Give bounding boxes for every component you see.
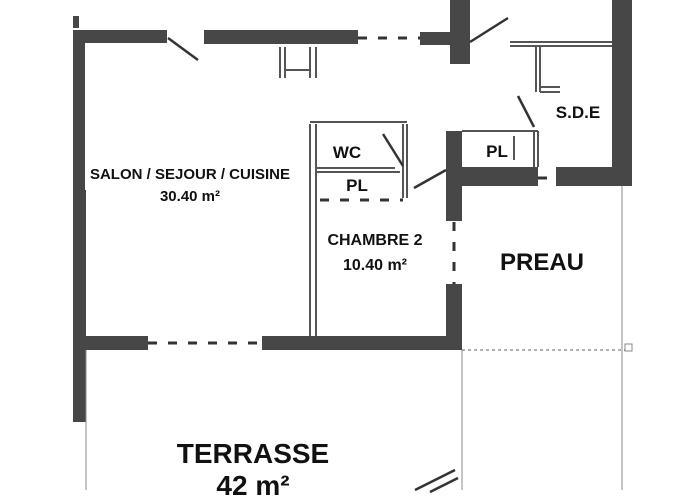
door-core bbox=[469, 16, 509, 44]
wall-core-top bbox=[450, 0, 470, 64]
labels: SALON / SEJOUR / CUISINE 30.40 m² CHAMBR… bbox=[90, 103, 600, 500]
sde-shower bbox=[510, 41, 612, 93]
wc-pl-label: PL bbox=[346, 176, 368, 195]
wall-top-left-stub bbox=[73, 16, 79, 28]
chambre-label: CHAMBRE 2 bbox=[327, 232, 422, 249]
wc-divider bbox=[316, 167, 400, 173]
terrasse-label: TERRASSE bbox=[177, 438, 329, 469]
wall-top-middle bbox=[204, 30, 358, 44]
wc-label: WC bbox=[333, 143, 361, 162]
salon-area: 30.40 m² bbox=[160, 188, 220, 205]
wall-sde-bottom-left bbox=[460, 167, 538, 186]
sde-label: S.D.E bbox=[556, 103, 600, 122]
doors bbox=[167, 16, 536, 494]
chambre-area: 10.40 m² bbox=[343, 257, 407, 274]
post bbox=[624, 343, 633, 352]
thin-walls bbox=[85, 41, 633, 490]
wall-top-left bbox=[73, 30, 167, 43]
wall-chambre-bottom bbox=[262, 336, 460, 350]
door-terrace bbox=[414, 468, 456, 492]
salon-label: SALON / SEJOUR / CUISINE bbox=[90, 166, 290, 183]
wc-box bbox=[309, 121, 407, 336]
terrasse-area: 42 m² bbox=[216, 470, 289, 500]
door-chambre bbox=[413, 168, 447, 190]
sde-pl-label: PL bbox=[486, 142, 508, 161]
wall-sde-bottom-right bbox=[556, 167, 632, 186]
openings bbox=[148, 36, 625, 351]
door-terrace-2 bbox=[429, 476, 459, 494]
kitchen-niche bbox=[279, 47, 317, 78]
door-entrance bbox=[167, 36, 199, 62]
wall-left-lower bbox=[73, 190, 86, 422]
wall-interior-stub bbox=[86, 336, 148, 350]
door-wc bbox=[381, 133, 405, 167]
wall-right-outer bbox=[612, 0, 632, 186]
chambre-pl-right bbox=[402, 124, 408, 198]
sde-pl-box bbox=[462, 130, 539, 167]
wall-core-lower bbox=[446, 284, 462, 350]
door-sde bbox=[516, 95, 536, 128]
wall-core-middle bbox=[446, 131, 462, 221]
wall-left-upper bbox=[73, 30, 85, 190]
walls bbox=[73, 0, 632, 422]
preau-label: PREAU bbox=[500, 249, 584, 276]
